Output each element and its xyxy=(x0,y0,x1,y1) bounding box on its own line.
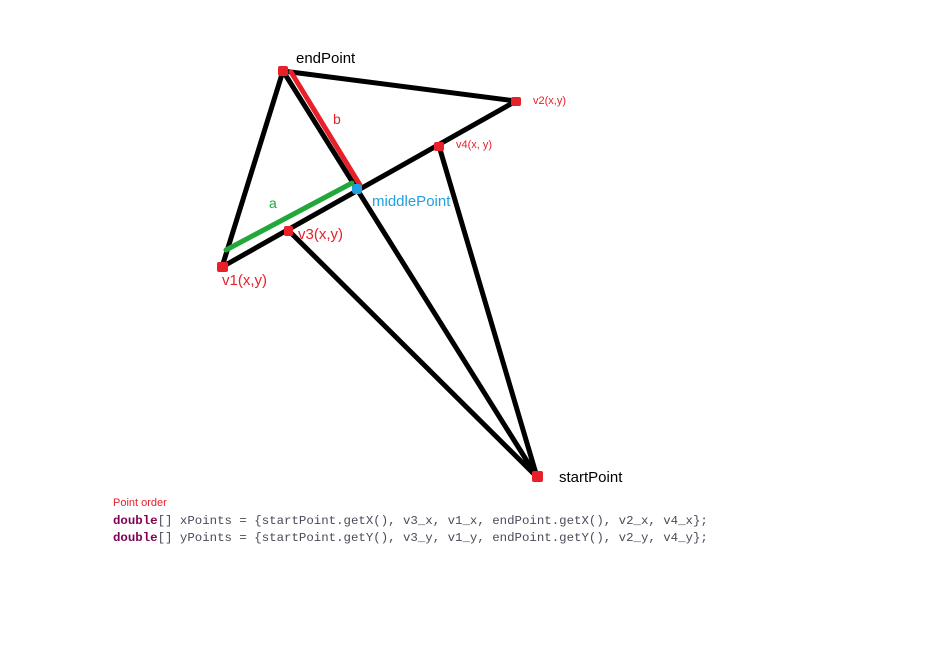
v4-label: v4(x, y) xyxy=(456,139,492,151)
point-order-note: Point order xyxy=(113,497,167,509)
segment-b-label: b xyxy=(333,111,341,127)
segment-b xyxy=(288,69,363,188)
v3-label: v3(x,y) xyxy=(298,226,343,243)
edge-v4-to-start xyxy=(436,143,540,480)
edge-end-to-v1 xyxy=(219,68,286,270)
v4-marker xyxy=(434,142,444,151)
edge-end-to-v2 xyxy=(280,68,519,104)
start-point-marker xyxy=(532,471,543,482)
code-line-xpoints: double[] xPoints = {startPoint.getX(), v… xyxy=(113,513,708,530)
v2-marker xyxy=(511,97,521,106)
code-line-ypoints: double[] yPoints = {startPoint.getY(), v… xyxy=(113,530,708,547)
code-text: [] yPoints = {startPoint.getY(), v3_y, v… xyxy=(157,531,708,545)
code-keyword: double xyxy=(113,514,158,528)
edge-v1-to-v2 xyxy=(219,98,519,270)
v2-label: v2(x,y) xyxy=(533,95,566,107)
end-point-marker xyxy=(278,66,288,76)
diagram-edges xyxy=(219,68,540,480)
middle-point-label: middlePoint xyxy=(372,193,451,210)
start-point-label: startPoint xyxy=(559,469,623,486)
segment-a-label: a xyxy=(269,195,277,211)
v3-marker xyxy=(284,226,293,236)
edge-v3-to-start xyxy=(285,227,540,480)
code-text: [] xPoints = {startPoint.getX(), v3_x, v… xyxy=(157,514,708,528)
middle-point-marker xyxy=(352,184,362,194)
edge-end-to-start xyxy=(280,68,540,480)
code-keyword: double xyxy=(113,531,158,545)
v1-marker xyxy=(217,262,228,272)
v1-label: v1(x,y) xyxy=(222,272,267,289)
segment-a xyxy=(223,180,355,253)
end-point-label: endPoint xyxy=(296,50,356,67)
